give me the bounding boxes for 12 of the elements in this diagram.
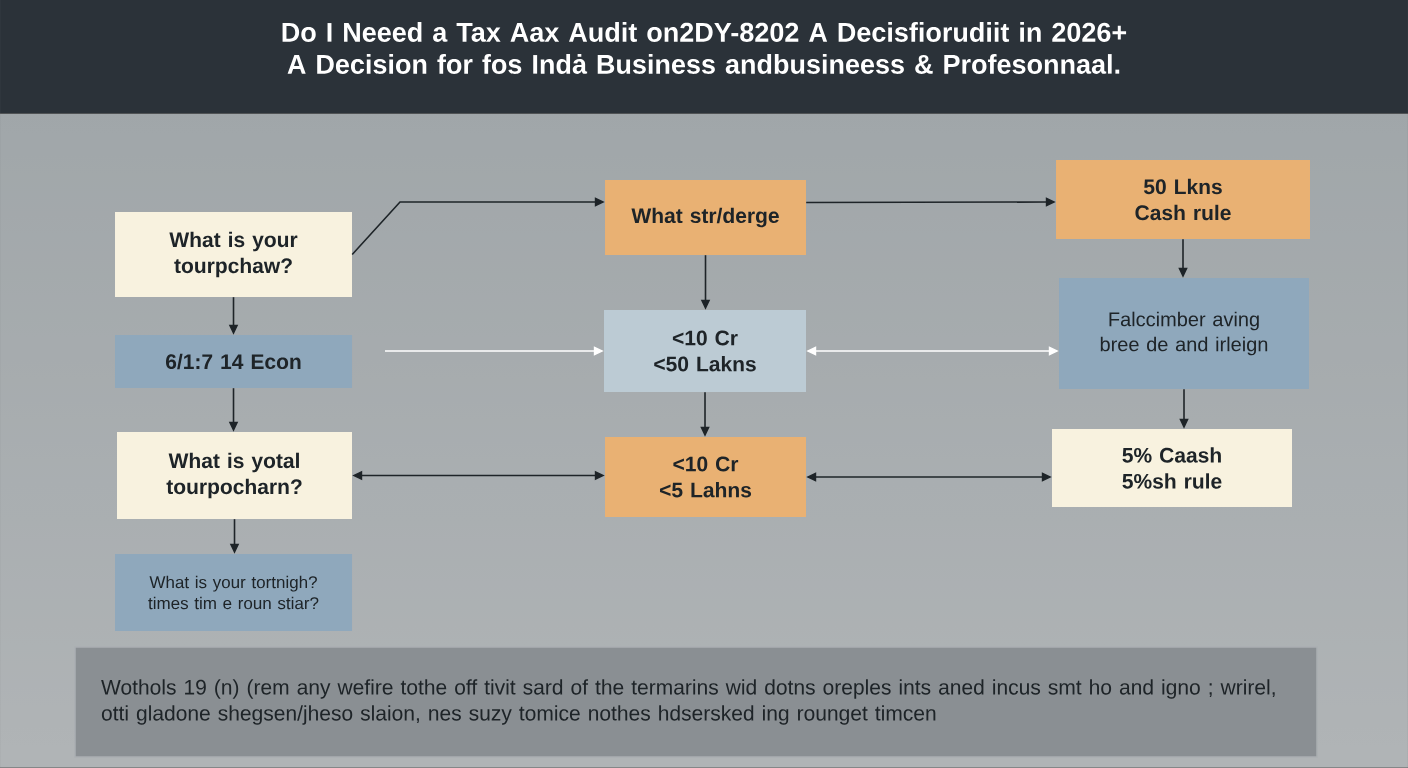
process-box: <10 Cr <50 Lakns: [604, 310, 806, 392]
title: Do I Neeed a Tax Aax Audit on2DY-8202 A Decisfiorudiit in 2026+ A Decision for fos Indȧ Business andbusineess & Profesonnaal.: [282, 22, 1127, 74]
process-box: What str/derge: [605, 180, 806, 255]
process-box: <10 Cr <5 Lahns: [605, 437, 806, 517]
result-box: 5% Caash 5%sh rule: [1052, 429, 1292, 507]
question-box: What is yotal tourpocharn?: [117, 432, 352, 519]
process-box: What is your tortnigh? times tim e roun stiar?: [115, 554, 352, 631]
process-box: 6/1:7 14 Econ: [115, 335, 352, 388]
process-box: 50 Lkns Cash rule: [1056, 160, 1310, 239]
question-box: What is your tourpchaw?: [115, 212, 352, 297]
process-box: Falccimber aving bree de and irleign: [1059, 278, 1309, 389]
note-box: Wothols 19 (n) (rem any wefire tothe off tivit sard of the termarins wid dotns oreples ints aned incus smt ho and igno ; wrirel, otti gladone shegsen/jheso slaion, nes suzy tomice nothes hdsersked ing rounget timcen: [74, 646, 1318, 758]
